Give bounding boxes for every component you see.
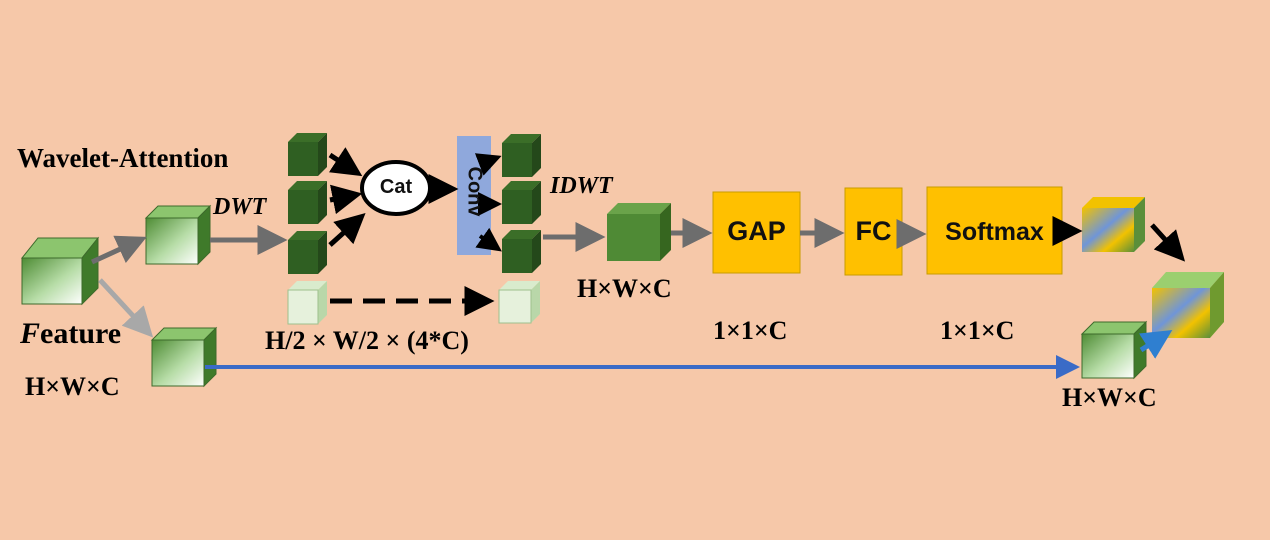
arrow-subband3-to-cat xyxy=(328,212,366,247)
cat-label: Cat xyxy=(379,176,413,198)
idwt-subband-cube-3 xyxy=(502,230,541,273)
dwt-subband-cube-2 xyxy=(288,181,327,224)
idwt-output-cube xyxy=(607,203,671,261)
dwt-subband-cube-3 xyxy=(288,231,327,274)
gap-dimension-label: 1×1×C xyxy=(713,316,788,345)
softmax-label: Softmax xyxy=(945,218,1044,246)
input-feature-cube xyxy=(20,236,100,306)
arrow-input-to-dwt-cube xyxy=(90,235,147,265)
softmax-dimension-label: 1×1×C xyxy=(940,316,1015,345)
dwt-lowfreq-cube xyxy=(287,281,327,325)
idwt-subband-cube-2 xyxy=(502,181,541,224)
fc-label: FC xyxy=(855,216,892,246)
attention-weight-cube xyxy=(1082,197,1145,252)
output-dimension-label: H×W×C xyxy=(1062,383,1157,412)
skip-output-cube xyxy=(1080,320,1148,380)
gap-label: GAP xyxy=(727,216,786,246)
dwt-subband-cube-1 xyxy=(288,133,327,176)
idwt-label: IDWT xyxy=(550,173,613,199)
feature-label-initial: F xyxy=(20,317,41,350)
idwt-lowfreq-cube xyxy=(498,281,540,324)
subband-dimension-label: H/2 × W/2 × (4*C) xyxy=(265,326,469,355)
input-dimension-label: H×W×C xyxy=(25,372,120,401)
skip-feature-cube xyxy=(150,326,218,388)
arrow-weights-to-output xyxy=(1150,223,1186,262)
dwt-label: DWT xyxy=(213,194,267,220)
arrow-subband2-to-cat xyxy=(329,184,363,215)
conv-label: Conv xyxy=(463,166,486,217)
output-feature-cube xyxy=(1152,272,1224,338)
arrow-subband1-to-cat xyxy=(328,147,363,177)
arrow-input-to-skip-cube xyxy=(98,278,154,338)
dwt-input-cube xyxy=(144,204,212,266)
idwt-subband-cube-1 xyxy=(502,134,541,177)
arrow-conv-to-idwt1 xyxy=(474,153,502,176)
fc-block xyxy=(844,187,903,276)
softmax-block xyxy=(926,186,1063,275)
arrow-conv-to-idwt3 xyxy=(475,227,502,252)
feature-label-rest: eature xyxy=(40,317,122,350)
wavelet-attention-label: Wavelet-Attention xyxy=(17,143,229,173)
idwt-dimension-label: H×W×C xyxy=(577,274,672,303)
arrow-skip-to-output xyxy=(1138,329,1173,359)
feature-label: Feature xyxy=(20,317,121,351)
